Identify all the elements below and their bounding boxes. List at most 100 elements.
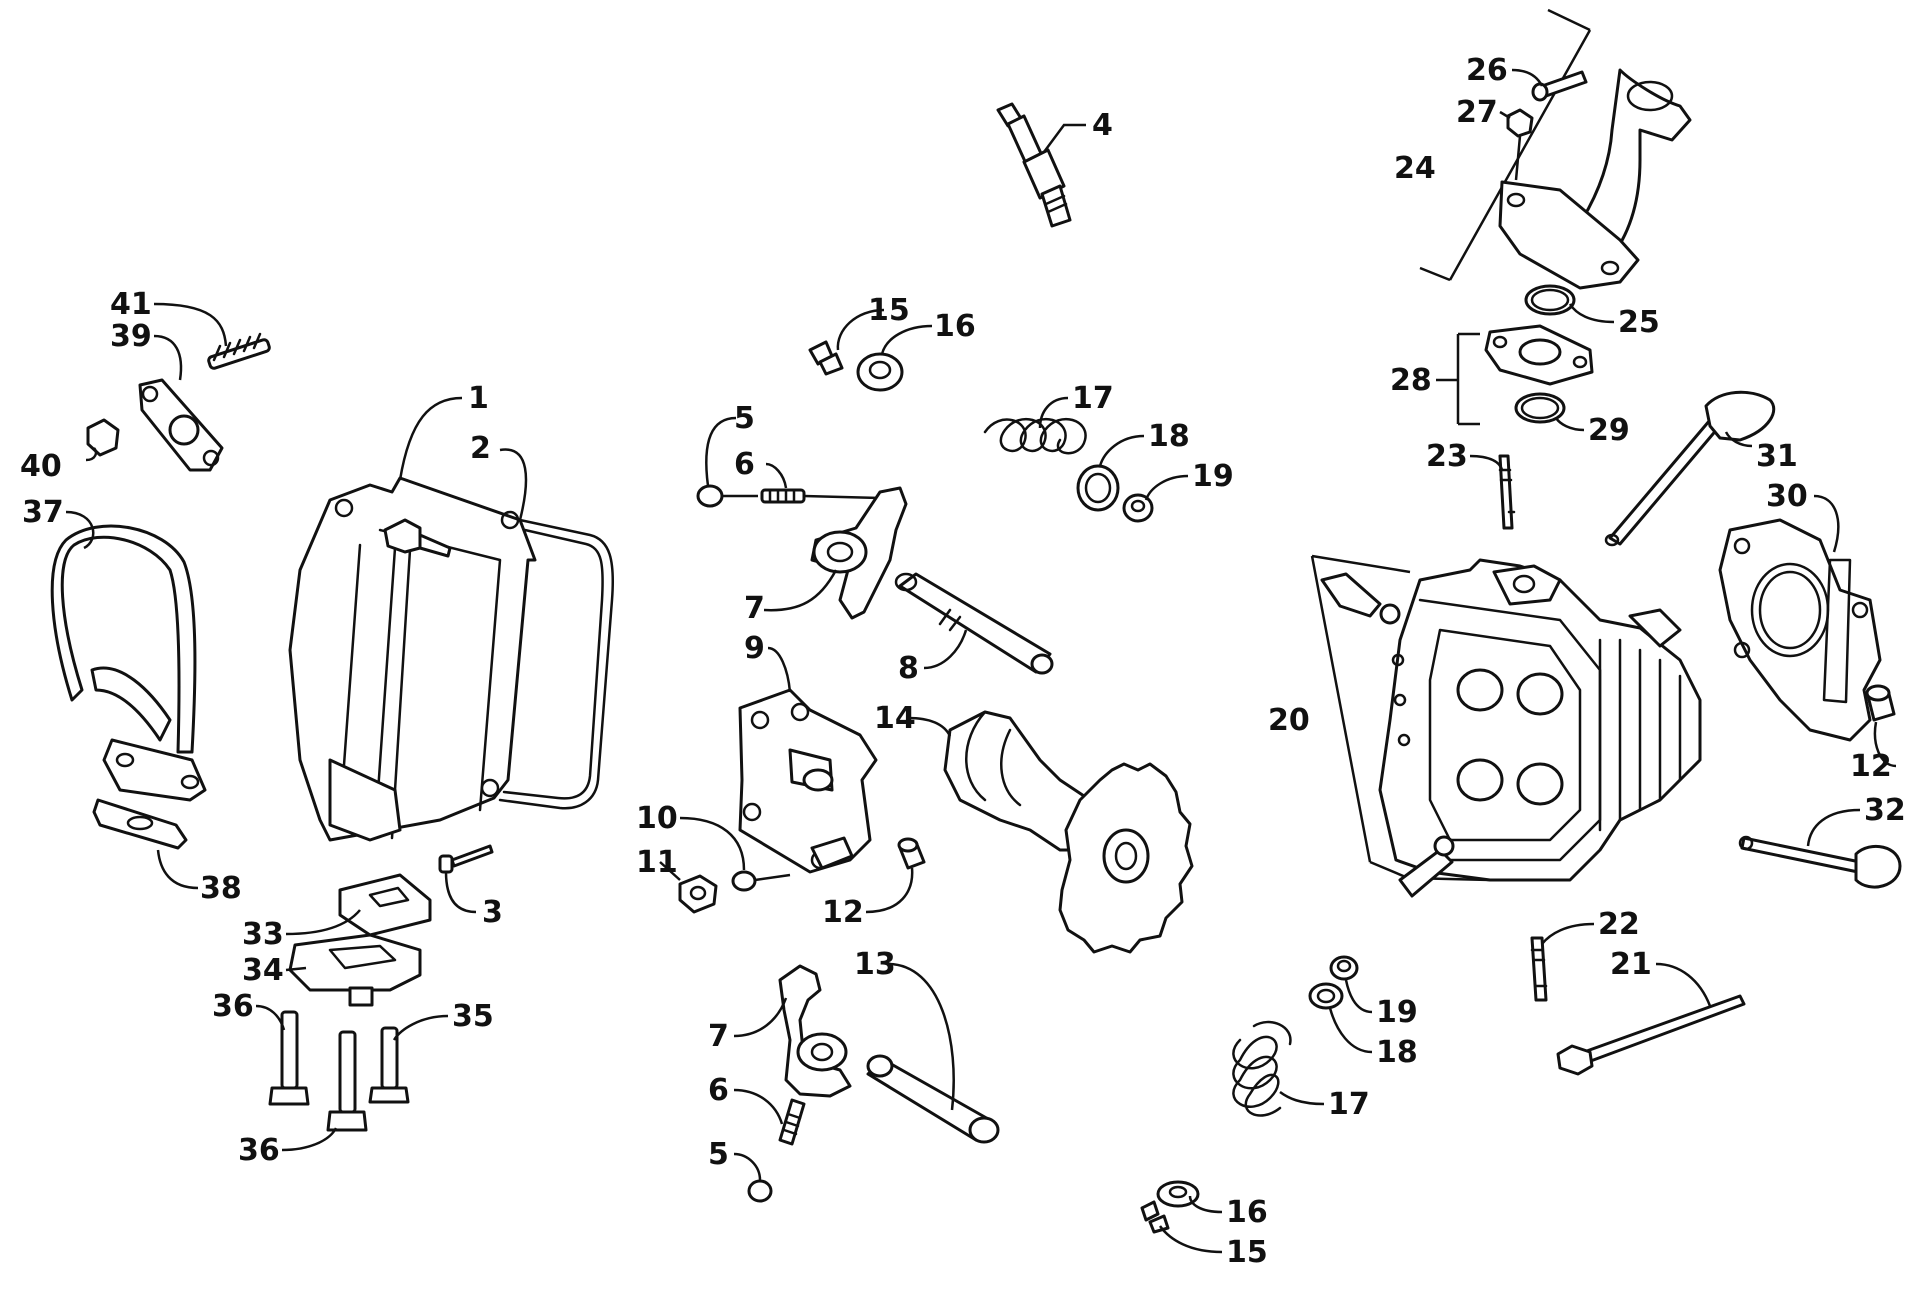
part-rocker-arm-7-top <box>810 486 908 620</box>
leader-34 <box>285 966 307 972</box>
leader-6a <box>765 462 788 489</box>
part-washer-10 <box>731 870 791 892</box>
leader-27 <box>1499 110 1511 120</box>
leader-7a <box>763 569 838 612</box>
callout-2: 2 <box>470 431 491 466</box>
part-bolt-35 <box>368 1026 410 1104</box>
leader-12a <box>865 867 914 914</box>
callout-6-top: 6 <box>734 447 755 482</box>
part-bolt-3 <box>438 844 494 874</box>
part-insulator-28 <box>1484 324 1594 386</box>
leader-12b <box>1873 721 1897 768</box>
callout-36-lower: 36 <box>238 1133 280 1168</box>
leader-2 <box>499 448 528 521</box>
part-gasket-38 <box>92 798 188 850</box>
part-gasket-39 <box>138 378 224 472</box>
leader-19a <box>1144 474 1189 501</box>
callout-21: 21 <box>1610 947 1652 982</box>
part-o-ring-29 <box>1514 392 1566 424</box>
callout-4: 4 <box>1092 108 1113 143</box>
callout-28: 28 <box>1390 363 1432 398</box>
callout-26: 26 <box>1466 53 1508 88</box>
callout-7-bottom: 7 <box>708 1019 729 1054</box>
leader-11 <box>659 861 681 881</box>
callout-6-bottom: 6 <box>708 1073 729 1108</box>
callout-31: 31 <box>1756 439 1798 474</box>
part-o-ring-25 <box>1524 284 1576 316</box>
part-screw-6-top <box>760 488 881 504</box>
callout-30: 30 <box>1766 479 1808 514</box>
part-nut-11 <box>678 874 718 914</box>
callout-24: 24 <box>1394 151 1436 186</box>
leader-18a <box>1098 434 1145 467</box>
callout-16-top: 16 <box>934 309 976 344</box>
part-retainer-16-top <box>856 352 904 392</box>
part-seal-19-bottom <box>1329 955 1359 981</box>
leader-10 <box>679 816 746 871</box>
part-breather-case-34 <box>288 933 422 1007</box>
leader-30 <box>1813 494 1840 553</box>
leader-lines <box>65 68 1897 1254</box>
callout-27: 27 <box>1456 95 1498 130</box>
leader-15b <box>1158 1225 1223 1254</box>
leader-36b <box>281 1127 338 1152</box>
callout-29: 29 <box>1588 413 1630 448</box>
callout-7-top: 7 <box>744 591 765 626</box>
leader-28 <box>1436 332 1480 426</box>
callout-11: 11 <box>636 845 678 880</box>
callout-17-top: 17 <box>1072 381 1114 416</box>
leader-18b <box>1328 1007 1373 1054</box>
leader-4 <box>1042 123 1086 153</box>
leader-17a <box>1038 396 1069 429</box>
part-bolt-36-lower <box>326 1030 368 1132</box>
leader-37 <box>65 510 95 550</box>
leader-16a <box>880 324 933 355</box>
callout-40: 40 <box>20 449 62 484</box>
leader-9 <box>767 646 792 693</box>
leader-14 <box>907 716 952 737</box>
callout-22: 22 <box>1598 907 1640 942</box>
callout-25: 25 <box>1618 305 1660 340</box>
part-pipe-37 <box>50 524 207 802</box>
leader-36a <box>255 1004 286 1031</box>
callout-9: 9 <box>744 631 765 666</box>
callout-12-mid: 12 <box>822 895 864 930</box>
leader-39 <box>153 334 183 381</box>
leader-31 <box>1724 431 1753 448</box>
callout-33: 33 <box>242 917 284 952</box>
part-stud-23 <box>1498 454 1516 530</box>
callout-20: 20 <box>1268 703 1310 738</box>
leader-1 <box>398 396 463 481</box>
part-valve-cover-1 <box>288 476 537 842</box>
callout-19-top: 19 <box>1192 459 1234 494</box>
callout-15-top: 15 <box>868 293 910 328</box>
callout-18-top: 18 <box>1148 419 1190 454</box>
leader-35 <box>392 1014 449 1041</box>
leader-19b <box>1344 979 1373 1014</box>
part-seat-18-bottom <box>1308 982 1344 1010</box>
part-rocker-holder-9 <box>738 688 878 874</box>
callout-3: 3 <box>482 895 503 930</box>
callout-5-top: 5 <box>734 401 755 436</box>
leader-23 <box>1469 454 1504 471</box>
part-keeper-15-top <box>808 340 844 376</box>
callout-41: 41 <box>110 287 152 322</box>
leader-6b <box>733 1088 784 1125</box>
callout-15-bottom: 15 <box>1226 1235 1268 1270</box>
part-cushion-33 <box>338 873 432 937</box>
callout-36-upper: 36 <box>212 989 254 1024</box>
callout-10: 10 <box>636 801 678 836</box>
callout-23: 23 <box>1426 439 1468 474</box>
leader-5a <box>705 416 737 487</box>
callout-39: 39 <box>110 319 152 354</box>
callout-17-bottom: 17 <box>1328 1087 1370 1122</box>
part-spark-plug-4 <box>996 102 1072 228</box>
leader-7b <box>733 997 788 1038</box>
callout-37: 37 <box>22 495 64 530</box>
part-nut-5-bottom <box>747 1179 773 1203</box>
callout-12-right: 12 <box>1850 749 1892 784</box>
part-dowel-12-right <box>1865 684 1896 722</box>
part-nut-40 <box>86 418 120 457</box>
leader-5b <box>733 1152 762 1181</box>
